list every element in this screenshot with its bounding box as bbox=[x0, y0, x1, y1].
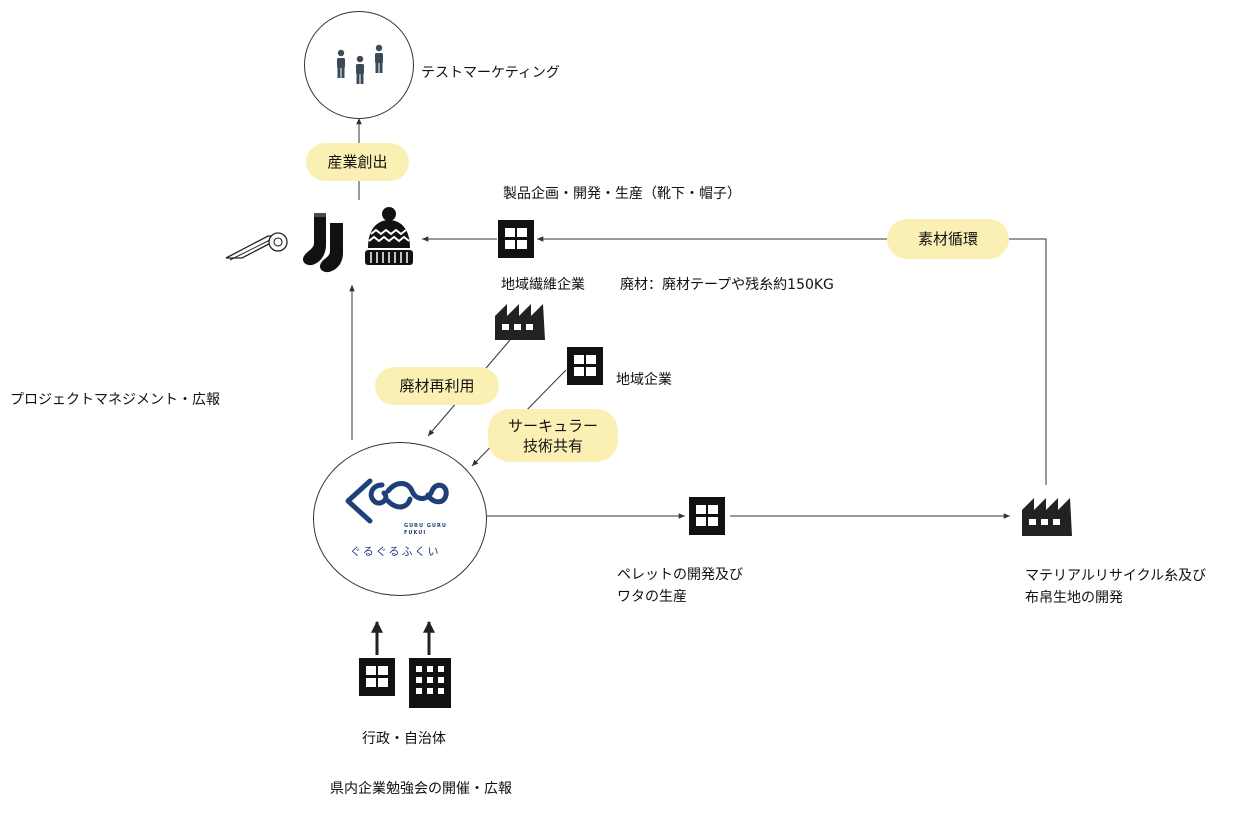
label-study-session: 県内企業勉強会の開催・広報 bbox=[330, 781, 512, 797]
pill-material-circulation: 素材循環 bbox=[887, 219, 1009, 259]
test-marketing-circle bbox=[304, 11, 414, 119]
line-material-circulation bbox=[537, 236, 1047, 485]
building-icon-regional bbox=[567, 347, 603, 385]
building-icon-product bbox=[498, 220, 534, 258]
knit-hat-icon bbox=[365, 207, 413, 265]
label-test-marketing: テストマーケティング bbox=[421, 65, 560, 81]
socks-icon bbox=[302, 213, 343, 273]
building-icon-pellet bbox=[689, 497, 725, 535]
factory-icon-recycle bbox=[1022, 498, 1072, 536]
building-icon-gov-small bbox=[359, 658, 395, 696]
people-icon bbox=[337, 44, 383, 84]
fabric-roll-icon bbox=[225, 232, 288, 261]
pill-industry-creation: 産業創出 bbox=[306, 143, 409, 181]
label-waste-material: 廃材：廃材テープや残糸約150KG bbox=[620, 277, 834, 293]
label-recycle-line1: マテリアルリサイクル糸及び bbox=[1025, 568, 1207, 584]
label-pellet-line1: ペレットの開発及び bbox=[617, 567, 743, 583]
label-regional-company: 地域企業 bbox=[616, 372, 672, 388]
logo-mark-icon bbox=[345, 478, 449, 524]
label-regional-textile: 地域繊維企業 bbox=[501, 277, 585, 293]
label-project-management: プロジェクトマネジメント・広報 bbox=[10, 392, 220, 408]
logo-small-line2: FUKUI bbox=[404, 530, 427, 536]
label-recycle-line2: 布帛生地の開発 bbox=[1025, 590, 1123, 606]
pill-waste-reuse: 廃材再利用 bbox=[375, 367, 499, 405]
logo-small-line1: GURU GURU bbox=[404, 523, 447, 529]
building-icon-gov-large bbox=[409, 658, 451, 708]
pill-circular-line1: サーキュラー bbox=[507, 416, 598, 435]
logo-name: ぐるぐるふくい bbox=[350, 545, 441, 558]
pill-circular-tech: サーキュラー 技術共有 bbox=[488, 409, 618, 462]
logo-circle: GURU GURU FUKUI ぐるぐるふくい bbox=[313, 442, 487, 596]
pill-circular-line2: 技術共有 bbox=[522, 436, 583, 455]
label-government: 行政・自治体 bbox=[362, 731, 446, 747]
label-product-planning: 製品企画・開発・生産（靴下・帽子） bbox=[503, 186, 741, 202]
factory-icon-textile bbox=[495, 304, 545, 340]
label-pellet-line2: ワタの生産 bbox=[617, 589, 687, 605]
